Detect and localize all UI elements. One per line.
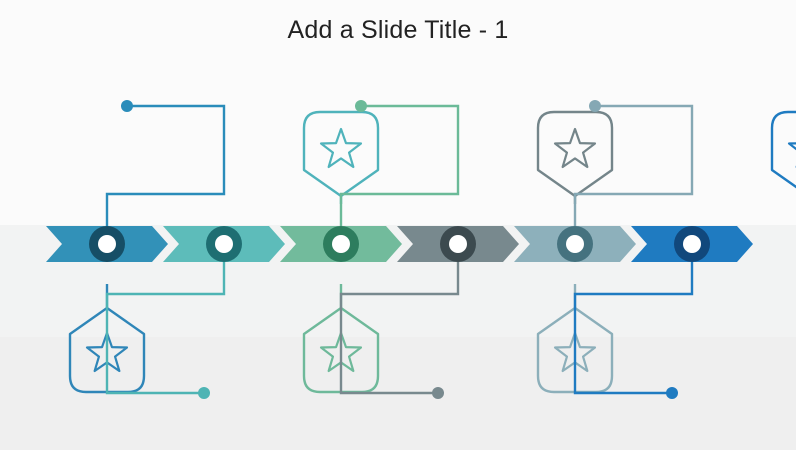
connector-line-5 (573, 104, 694, 244)
badge-shield-6 (770, 110, 796, 189)
badge-4[interactable] (536, 110, 614, 198)
timeline-step-3 (280, 100, 460, 394)
step-marker-center-5 (566, 235, 584, 253)
connector-end-dot-2 (198, 387, 210, 399)
connector-line-2 (105, 244, 226, 395)
step-marker-center-4 (449, 235, 467, 253)
step-marker-center-6 (683, 235, 701, 253)
connector-line-6 (573, 244, 694, 395)
star-icon-6 (787, 142, 796, 168)
background-band-top (0, 0, 796, 225)
connector-end-dot-6 (666, 387, 678, 399)
step-marker-center-3 (332, 235, 350, 253)
timeline-step-1 (46, 100, 226, 394)
timeline-step-6 (573, 110, 796, 399)
timeline-step-2 (105, 110, 380, 399)
badge-6[interactable] (770, 110, 796, 196)
timeline-step-4 (339, 110, 614, 399)
connector-end-dot-3 (355, 100, 367, 112)
connector-line-1 (105, 104, 226, 244)
connector-line-3 (339, 104, 460, 244)
connector-end-dot-4 (432, 387, 444, 399)
connector-end-dot-5 (589, 100, 601, 112)
star-icon-2 (319, 127, 363, 169)
star-icon-4 (553, 127, 597, 169)
connector-line-4 (339, 244, 460, 395)
step-marker-center-1 (98, 235, 116, 253)
badge-2[interactable] (302, 110, 380, 198)
badge-shield-4 (536, 110, 614, 198)
badge-shield-2 (302, 110, 380, 198)
connector-end-dot-1 (121, 100, 133, 112)
step-marker-center-2 (215, 235, 233, 253)
page-title[interactable]: Add a Slide Title - 1 (287, 16, 509, 44)
